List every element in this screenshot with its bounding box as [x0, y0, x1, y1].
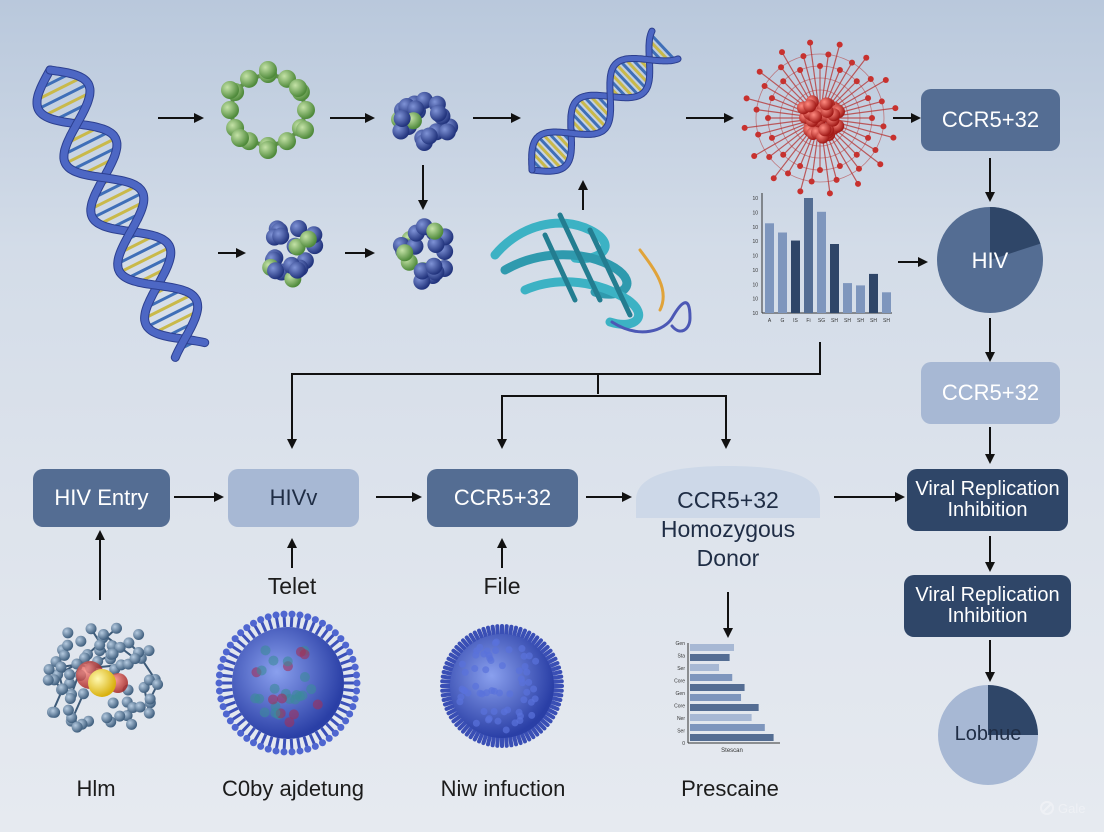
- prescaine-label: Prescaine: [681, 776, 779, 801]
- molecule-cluster-illustration: [42, 622, 164, 733]
- spiky-virus-illustration: [215, 610, 361, 756]
- red-virus-illustration: [741, 39, 899, 197]
- chart-top-bar: [817, 211, 826, 313]
- chart-top-y-tick: 10: [752, 268, 758, 274]
- chart-top-y-tick: 10: [752, 311, 758, 317]
- chart-top-y-tick: 10: [752, 196, 758, 202]
- chart-bottom-bar: [690, 734, 774, 741]
- hiv-entry-box: HIV Entry: [33, 469, 170, 527]
- chart-top-y-tick: 10: [752, 210, 758, 216]
- chart-bottom-bar: [690, 664, 720, 671]
- ccr5-row-box: CCR5+32: [427, 469, 578, 527]
- chart-top-bar: [765, 223, 774, 313]
- chart-top-x-tick: Fi: [806, 318, 810, 324]
- chart-top-bar: [856, 285, 865, 313]
- chart-bottom-bar: [690, 654, 730, 661]
- hlm-label: Hlm: [76, 776, 116, 801]
- blue-molecule-illustration: [391, 91, 459, 151]
- chart-top-y-tick: 10: [752, 239, 758, 245]
- ccr5-mid-label: CCR5+32: [941, 380, 1040, 406]
- chart-bottom-bar: [690, 674, 733, 681]
- chart-top-bar: [843, 283, 852, 313]
- chart-top-bar: [869, 273, 878, 313]
- hivv-box: HIVv: [228, 469, 359, 527]
- chart-top-y-tick: 10: [752, 225, 758, 231]
- chart-bottom-y-tick: Gen: [676, 641, 686, 647]
- chart-bottom-y-tick: Core: [674, 704, 685, 710]
- donor-line-1: CCR5+32: [677, 487, 779, 513]
- viral-1-line-1: Viral Replication: [915, 478, 1060, 500]
- chart-top-x-tick: SH: [857, 318, 864, 324]
- lobnue-pie-chart: [938, 685, 1038, 785]
- chart-top-x-tick: SG: [818, 318, 825, 324]
- chart-top-bar: [882, 292, 891, 313]
- protein-ribbon-illustration: [490, 212, 692, 334]
- chart-top-bar: [804, 198, 813, 313]
- chart-top-y-tick: 10: [752, 282, 758, 288]
- chart-bottom-bar: [690, 694, 742, 701]
- chart-bottom-bar: [690, 714, 752, 721]
- chart-bottom-y-tick: 0: [682, 741, 685, 747]
- chart-bottom-y-tick: Gen: [676, 691, 686, 697]
- lobnue-pie-label: Lobnue: [954, 723, 1022, 745]
- chart-top-x-tick: SH: [831, 318, 838, 324]
- viral-1-line-2: Inhibition: [947, 499, 1028, 521]
- chart-bottom-bar: [690, 684, 745, 691]
- dna-helix-small-illustration: [528, 27, 682, 175]
- chart-top-x-tick: SH: [870, 318, 877, 324]
- homozygous-donor-label: CCR5+32 Homozygous Donor: [636, 486, 820, 573]
- donor-line-2: Homozygous: [660, 516, 796, 542]
- chart-top-x-tick: SH: [844, 318, 851, 324]
- chart-bottom-y-tick: Sta: [677, 654, 685, 660]
- pie-slice: [988, 685, 1038, 735]
- fuzzy-virus-illustration: [440, 624, 564, 748]
- donor-line-3: Donor: [696, 545, 760, 571]
- hiv-pie-label: HIV: [971, 248, 1009, 273]
- chart-bottom-y-tick: Ner: [677, 716, 685, 722]
- chart-bottom-xlabel: Stescan: [721, 748, 743, 754]
- dna-helix-illustration: [32, 65, 210, 362]
- connector-arrows: [95, 113, 995, 682]
- telet-label: Telet: [267, 573, 317, 599]
- chart-top-x-tick: SH: [883, 318, 890, 324]
- chart-top-bar: [791, 240, 800, 313]
- hiv-entry-label: HIV Entry: [54, 485, 149, 511]
- svg-text:Gale: Gale: [1058, 801, 1085, 816]
- pie-slice: [990, 207, 1041, 260]
- mixed-molecule-illustration: [392, 218, 454, 290]
- chart-bottom-y-tick: Core: [674, 679, 685, 685]
- niw-label: Niw infuction: [440, 776, 566, 801]
- chart-top-bar: [778, 232, 787, 313]
- mixed-molecule-illustration: [262, 219, 324, 288]
- bar-chart-illustration: 10 10 10 10 10 10 10 10 10A G IS Fi SG SH SH SH SH SH: [752, 193, 892, 324]
- chart-bottom-y-tick: Ser: [677, 729, 685, 735]
- green-molecule-illustration: [221, 61, 315, 159]
- ccr5-row-label: CCR5+32: [453, 485, 552, 511]
- ccr5-mid-box: CCR5+32: [921, 362, 1060, 424]
- chart-bottom-bar: [690, 704, 759, 711]
- chart-bottom-bar: [690, 644, 734, 651]
- chart-top-x-tick: IS: [793, 318, 798, 324]
- viral-2-line-1: Viral Replication: [915, 584, 1060, 606]
- chart-bottom-bar: [690, 724, 765, 731]
- chart-top-y-tick: 10: [752, 297, 758, 303]
- c0by-label: C0by ajdetung: [222, 776, 364, 801]
- viral-replication-box-1: Viral Replication Inhibition: [907, 469, 1068, 531]
- ccr5-top-box: CCR5+32: [921, 89, 1060, 151]
- hivv-label: HIVv: [269, 485, 318, 511]
- chart-top-x-tick: G: [781, 318, 785, 324]
- file-label: File: [483, 573, 521, 599]
- viral-replication-box-2: Viral Replication Inhibition: [904, 575, 1071, 637]
- chart-top-y-tick: 10: [752, 254, 758, 260]
- viral-2-line-2: Inhibition: [947, 605, 1028, 627]
- ccr5-top-label: CCR5+32: [941, 107, 1040, 133]
- watermark-logo: Gale: [1040, 801, 1085, 816]
- chart-bottom-y-tick: Ser: [677, 666, 685, 672]
- chart-top-bar: [830, 244, 839, 313]
- donor-card-shape: [636, 466, 820, 518]
- chart-top-x-tick: A: [768, 318, 772, 324]
- hiv-pie-chart: [937, 207, 1043, 313]
